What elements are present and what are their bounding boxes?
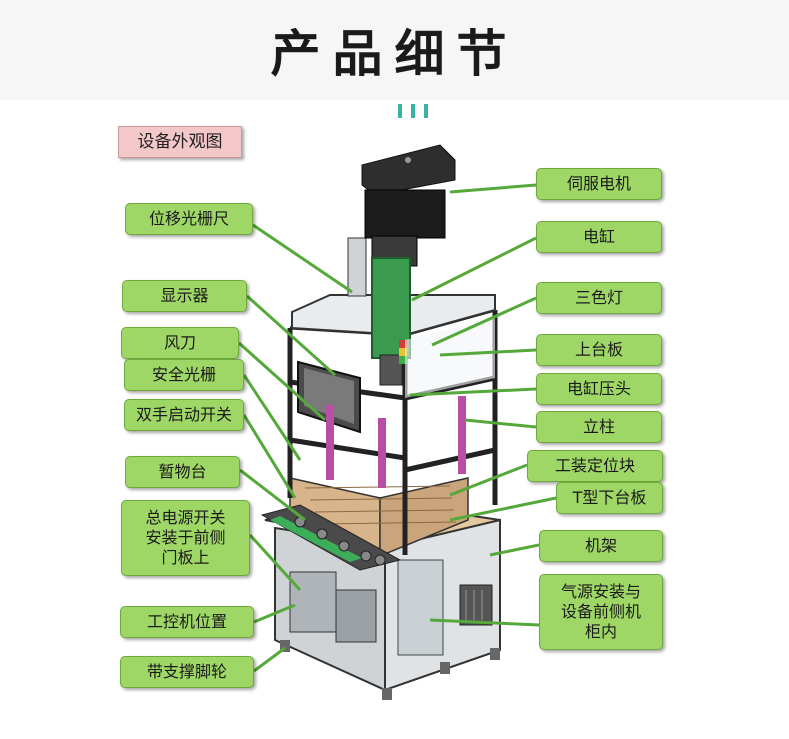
- callout-cylinder-head: 电缸压头: [536, 373, 662, 405]
- callout-column: 立柱: [536, 411, 662, 443]
- callout-two-hand-switch: 双手启动开关: [124, 399, 244, 431]
- page-title: 产品细节: [270, 25, 519, 83]
- columns: [326, 396, 466, 488]
- callout-frame: 机架: [539, 530, 663, 562]
- callout-caster-wheel: 带支撑脚轮: [120, 656, 254, 688]
- callout-main-power-switch: 总电源开关 安装于前侧 门板上: [121, 500, 250, 576]
- callout-electric-cylinder: 电缸: [536, 221, 662, 253]
- callout-ipc-position: 工控机位置: [120, 606, 254, 638]
- callout-display: 显示器: [122, 280, 247, 312]
- callout-staging-table: 暂物台: [125, 456, 240, 488]
- callout-fixture-block: 工装定位块: [527, 450, 663, 482]
- lower-cabinet: [274, 518, 501, 692]
- callout-servo-motor: 伺服电机: [536, 168, 662, 200]
- leader-lines: [237, 183, 557, 673]
- callout-tri-color-light: 三色灯: [536, 282, 662, 314]
- callout-safety-curtain: 安全光栅: [124, 359, 244, 391]
- caster-feet: [280, 640, 500, 700]
- callout-upper-plate: 上台板: [536, 334, 662, 366]
- callout-air-source: 气源安装与 设备前侧机 柜内: [539, 574, 663, 650]
- tri-color-light-body: [399, 340, 407, 364]
- section-label: 设备外观图: [118, 126, 242, 158]
- side-panels: [405, 318, 495, 398]
- servo-motor-body: [361, 144, 456, 267]
- staging-tray: [260, 504, 402, 571]
- header-band: [0, 0, 789, 100]
- title-accent-bars: [398, 104, 437, 123]
- display-body: [297, 360, 361, 434]
- callout-grating-ruler: 位移光栅尺: [125, 203, 253, 235]
- callout-air-knife: 风刀: [121, 327, 239, 359]
- callout-t-lower-plate: T型下台板: [556, 482, 663, 514]
